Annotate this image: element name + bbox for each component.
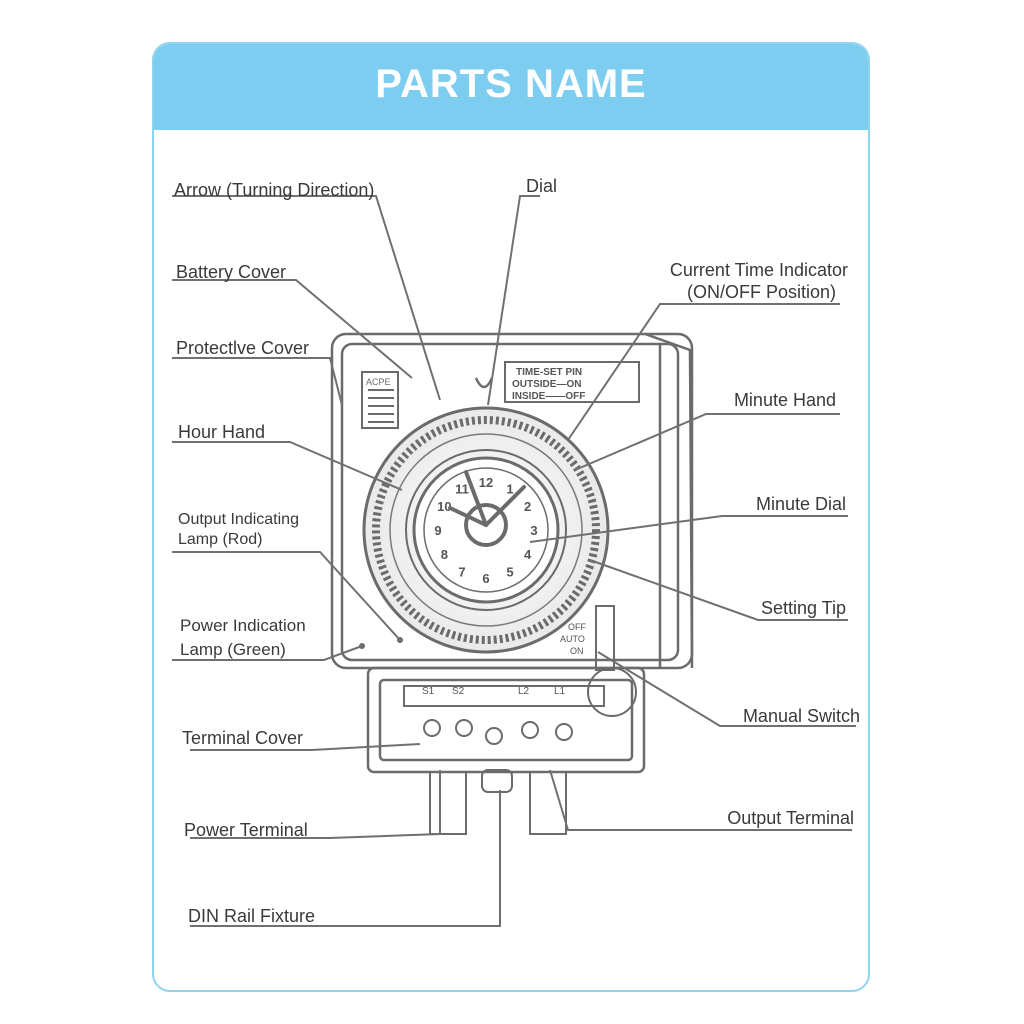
dial xyxy=(362,406,610,654)
hour-numeral: 2 xyxy=(524,499,531,514)
label-terminal-cover: Terminal Cover xyxy=(182,728,304,748)
terminal-block xyxy=(403,667,637,835)
clock-hands xyxy=(448,470,526,527)
label-hour-hand: Hour Hand xyxy=(178,422,266,442)
lid-text: ACPE xyxy=(366,377,391,387)
label-dial: Dial xyxy=(526,176,558,196)
label-battery-cover: Battery Cover xyxy=(176,262,287,282)
hour-numeral: 9 xyxy=(434,523,441,538)
terminal-l2: L2 xyxy=(518,686,530,697)
hour-numeral: 3 xyxy=(530,523,537,538)
header-band: PARTS NAME xyxy=(154,44,868,130)
timer-housing xyxy=(330,332,694,774)
hour-numeral: 8 xyxy=(441,547,448,562)
hour-numeral: 12 xyxy=(479,475,493,490)
hour-numeral: 6 xyxy=(482,571,489,586)
label-output-lamp-2: Lamp (Rod) xyxy=(178,531,263,548)
turning-arrow-icon xyxy=(474,377,494,389)
panel-line-1: TIME-SET PIN xyxy=(516,367,582,378)
label-power-lamp-2: Lamp (Green) xyxy=(180,640,286,659)
panel-line-3: INSIDE——OFF xyxy=(512,391,585,402)
label-din-rail: DIN Rail Fixture xyxy=(188,906,316,926)
label-power-lamp-1: Power Indication xyxy=(180,616,306,635)
terminal-s2: S2 xyxy=(452,686,465,697)
leader-lines xyxy=(172,195,856,927)
page-title: PARTS NAME xyxy=(375,62,647,106)
hour-numeral: 7 xyxy=(458,565,465,580)
label-minute-hand: Minute Hand xyxy=(733,390,836,410)
label-setting-tip: Setting Tip xyxy=(760,598,846,618)
label-output-terminal: Output Terminal xyxy=(727,808,854,828)
hour-numeral: 10 xyxy=(437,499,451,514)
hour-numeral: 4 xyxy=(524,547,532,562)
hour-numeral: 5 xyxy=(506,565,513,580)
hour-numeral: 1 xyxy=(506,481,513,496)
label-output-lamp-1: Output Indicating xyxy=(178,511,299,528)
terminal-s1: S1 xyxy=(422,686,435,697)
label-manual-switch: Manual Switch xyxy=(742,706,860,726)
switch-off-label: OFF xyxy=(568,622,586,632)
switch-on-label: ON xyxy=(570,646,584,656)
hour-numeral: 11 xyxy=(455,481,469,496)
time-set-panel: TIME-SET PIN OUTSIDE—ON INSIDE——OFF xyxy=(504,361,640,403)
switch-auto-label: AUTO xyxy=(560,634,585,644)
label-current-time-1: Current Time Indicator xyxy=(669,260,848,280)
label-power-terminal: Power Terminal xyxy=(184,820,308,840)
label-minute-dial: Minute Dial xyxy=(755,494,846,514)
panel-line-2: OUTSIDE—ON xyxy=(512,379,581,390)
battery-cover-panel xyxy=(361,371,399,429)
label-current-time-2: (ON/OFF Position) xyxy=(686,282,836,302)
terminal-l1: L1 xyxy=(554,686,566,697)
label-protective-cover: Protectlve Cover xyxy=(176,338,310,358)
hour-numerals: 12 12 3 45 6 789 10 11 xyxy=(434,475,537,586)
label-arrow: Arrow (Turning Direction) xyxy=(174,180,375,200)
